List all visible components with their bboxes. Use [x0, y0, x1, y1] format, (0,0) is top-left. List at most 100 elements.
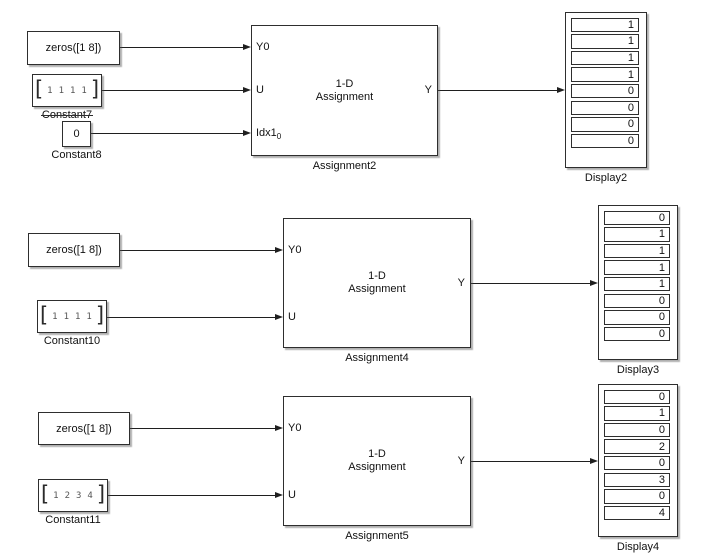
wire-arrowhead-icon — [243, 129, 251, 136]
display-value: 1 — [658, 244, 665, 257]
block-name-label: Assignment4 — [345, 352, 409, 364]
output-port-y: Y — [458, 277, 465, 290]
block-zeros-constant-3[interactable]: zeros([1 8]) — [38, 412, 130, 445]
display-value-cell: 1 — [604, 243, 670, 259]
display-value-cell: 0 — [604, 489, 670, 504]
signal-wire[interactable] — [120, 46, 244, 48]
display-value-cell: 0 — [604, 422, 670, 438]
display-value: 0 — [627, 118, 634, 131]
input-port-y0: Y0 — [288, 244, 301, 257]
signal-wire[interactable] — [120, 249, 276, 251]
wire-arrowhead-icon — [243, 86, 251, 93]
signal-wire[interactable] — [438, 89, 558, 91]
display-value-cell: 1 — [571, 17, 639, 32]
output-port-y: Y — [425, 84, 432, 97]
matrix-digit: 1 — [75, 311, 81, 322]
display-value-cell: 0 — [571, 100, 639, 115]
matrix-digit: 1 — [47, 85, 53, 96]
display-value-cell: 0 — [571, 83, 639, 99]
display-value-cell: 4 — [604, 505, 670, 521]
wire-arrowhead-icon — [275, 313, 283, 320]
port-name: Y0 — [288, 422, 302, 434]
signal-wire[interactable] — [130, 427, 276, 429]
signal-wire[interactable] — [108, 494, 276, 496]
display-value-cell: 3 — [604, 472, 670, 487]
input-port-u: U — [288, 311, 296, 324]
display-value: 1 — [658, 278, 665, 291]
display-value: 0 — [658, 294, 665, 307]
block-title-line2: Assignment — [348, 461, 406, 473]
block-name-label: Constant10 — [43, 335, 101, 347]
display-value-cell: 1 — [571, 67, 639, 82]
port-name: Y0 — [256, 41, 270, 53]
display-value: 1 — [627, 51, 634, 64]
display-value-cell: 0 — [604, 310, 670, 325]
matrix-digit: 1 — [53, 490, 59, 501]
display-value-cell: 1 — [604, 260, 670, 275]
matrix-digit: 1 — [52, 311, 58, 322]
output-port-y: Y — [458, 455, 465, 468]
block-title-line1: 1-D — [335, 77, 354, 90]
display-value: 0 — [658, 311, 665, 324]
display-value-cell: 0 — [571, 117, 639, 132]
display-value: 0 — [627, 101, 634, 114]
block-zeros-constant-2[interactable]: zeros([1 8]) — [28, 233, 120, 267]
display-value: 1 — [627, 35, 634, 48]
signal-wire[interactable] — [471, 282, 591, 284]
display-value-cell: 0 — [571, 133, 639, 149]
label-strike-line — [41, 115, 93, 116]
open-bracket: [ — [34, 76, 44, 101]
display-value: 1 — [627, 68, 634, 81]
wire-arrowhead-icon — [590, 457, 598, 464]
wire-arrowhead-icon — [590, 279, 598, 286]
block-zeros-constant-1[interactable]: zeros([1 8]) — [27, 31, 120, 65]
matrix-digit: 1 — [81, 85, 87, 96]
port-name: U — [288, 489, 296, 501]
signal-wire[interactable] — [471, 460, 591, 462]
close-bracket: ] — [96, 481, 106, 506]
display-value-cell: 1 — [604, 227, 670, 242]
wire-arrowhead-icon — [275, 424, 283, 431]
input-port-y0: Y0 — [288, 422, 301, 435]
display-value: 0 — [627, 134, 634, 147]
constant-value: zeros([1 8]) — [56, 422, 112, 435]
constant-value: zeros([1 8]) — [45, 42, 102, 54]
signal-wire[interactable] — [102, 89, 244, 91]
display-value: 1 — [658, 407, 665, 420]
block-name-label: Assignment2 — [312, 160, 377, 172]
block-name-label: Constant8 — [51, 149, 102, 161]
signal-wire[interactable] — [91, 132, 244, 134]
open-bracket: [ — [39, 302, 49, 327]
display-value-cell: 0 — [604, 326, 670, 342]
display-value: 3 — [658, 473, 665, 486]
matrix-digit: 1 — [58, 85, 64, 96]
port-name: Y — [457, 277, 465, 289]
close-bracket: ] — [90, 76, 100, 101]
display-value: 4 — [658, 506, 665, 519]
matrix-digit: 4 — [87, 490, 93, 501]
wire-arrowhead-icon — [557, 86, 565, 93]
block-name-label: Assignment5 — [345, 530, 409, 542]
block-display2[interactable]: 1 1 1 1 0 0 0 0 — [565, 12, 647, 168]
signal-wire[interactable] — [107, 316, 276, 318]
display-value: 0 — [658, 423, 665, 436]
display-value-cell: 1 — [604, 406, 670, 421]
port-name: Y — [457, 455, 465, 467]
block-title-line1: 1-D — [368, 448, 386, 460]
block-title-line2: Assignment — [348, 283, 406, 295]
port-name: Idx1 — [256, 127, 277, 139]
block-constant8[interactable]: 0 — [62, 121, 91, 147]
matrix-digit: 1 — [63, 311, 69, 322]
block-name-label: Constant11 — [45, 514, 101, 526]
matrix-digit: 1 — [86, 311, 92, 322]
